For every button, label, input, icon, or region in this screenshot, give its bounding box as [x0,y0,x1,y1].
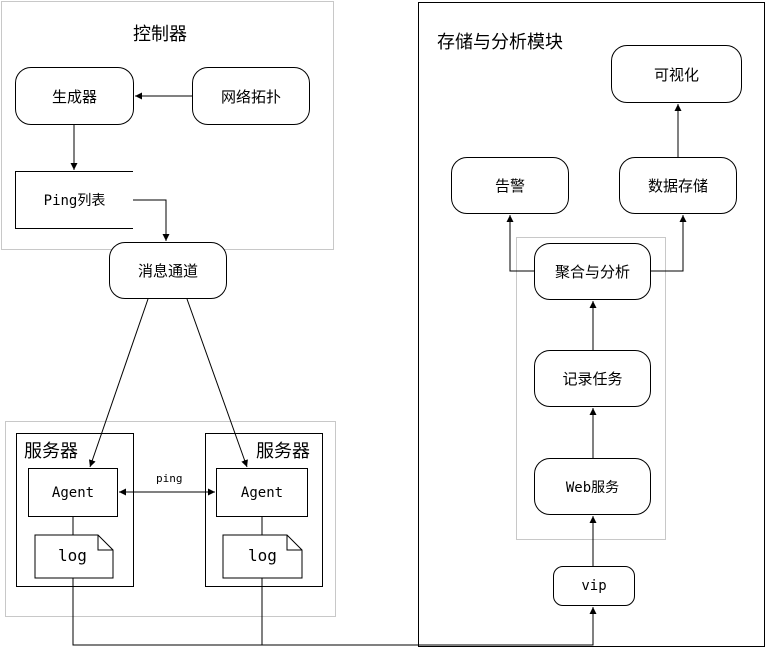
log-right-label: log [248,546,277,565]
edge-pinglist-channel [133,199,170,241]
edge-channel-agent-right [186,298,248,468]
aggregate-node: 聚合与分析 [534,243,651,300]
message-channel-node: 消息通道 [109,242,227,299]
agent-left-node: Agent [28,468,118,517]
log-left-shape [34,534,114,579]
edge-aggregate-alert [506,215,534,272]
controller-title: 控制器 [133,24,187,45]
generator-node: 生成器 [15,67,134,125]
agent-right-node: Agent [216,468,308,517]
ping-list-label: Ping列表 [43,193,106,209]
data-store-node: 数据存储 [619,157,737,214]
vip-node: vip [553,566,635,606]
log-left-label: log [58,546,87,565]
record-task-node: 记录任务 [534,350,651,407]
alert-node: 告警 [451,157,569,214]
ping-label: ping [156,472,183,485]
storage-title: 存储与分析模块 [437,32,563,53]
edge-logs-vip [72,578,597,646]
server-left-title: 服务器 [24,441,78,462]
ping-list-node: Ping列表 [15,171,133,229]
edge-channel-agent-left [88,298,149,468]
topology-node: 网络拓扑 [192,67,310,125]
server-right-title: 服务器 [256,441,310,462]
edge-aggregate-store [651,215,687,272]
visualize-node: 可视化 [611,45,742,103]
log-right-shape [222,534,303,579]
web-service-node: Web服务 [534,458,651,515]
